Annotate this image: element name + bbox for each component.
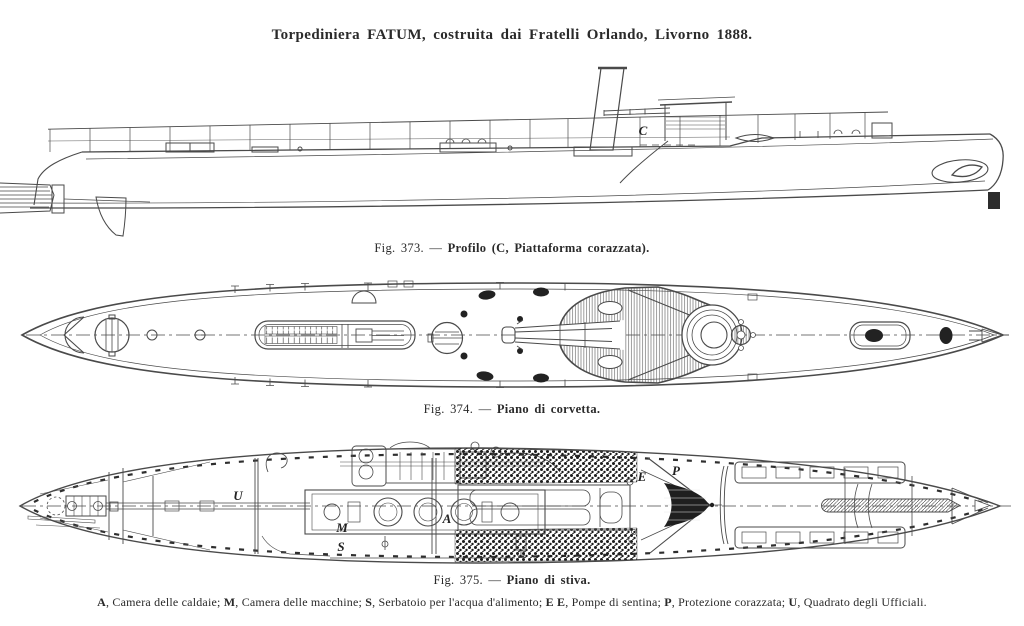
- label-armored-platform-c: C: [639, 123, 648, 138]
- funnel: [589, 66, 627, 151]
- caption-fig-number: Fig. 373.: [374, 241, 424, 255]
- legend-desc: , Serbatoio per l'acqua d'alimento;: [372, 595, 546, 609]
- legend-key: U: [788, 595, 798, 609]
- legend-desc: , Camera delle caldaie;: [106, 595, 224, 609]
- deck-bitts: [460, 287, 549, 383]
- rudder: [95, 196, 127, 237]
- label-boilers-a: A: [442, 511, 452, 526]
- legend-line: A, Camera delle caldaie; M, Camera delle…: [0, 595, 1024, 610]
- boiler-room: [431, 447, 638, 563]
- engine-room: [254, 441, 561, 559]
- officers-quarters: [39, 461, 310, 551]
- deck-fittings: [165, 122, 893, 157]
- caption-fig-373: Fig. 373. — Profilo (C, Piattaforma cora…: [0, 241, 1024, 256]
- label-pump-e: E: [637, 469, 647, 484]
- legend-desc: , Pompe di sentina;: [565, 595, 665, 609]
- legend-desc: , Quadrato degli Ufficiali.: [797, 595, 927, 609]
- caption-dash: —: [429, 241, 443, 255]
- label-tank-s: S: [337, 539, 344, 554]
- caption-dash: —: [478, 402, 492, 416]
- legend-key: M: [223, 595, 236, 609]
- caption-fig-375: Fig. 375. — Piano di stiva.: [0, 573, 1024, 588]
- label-protection-p: P: [672, 463, 681, 478]
- caption-fig-374: Fig. 374. — Piano di corvetta.: [0, 402, 1024, 417]
- torpedo-gun: [501, 319, 625, 351]
- caption-text: Piano di corvetta.: [496, 402, 601, 416]
- label-officers-u: U: [233, 488, 243, 503]
- page-title: Torpediniera FATUM, costruita dai Fratel…: [271, 27, 753, 43]
- armored-platform: [603, 96, 736, 184]
- legend-key: A: [97, 595, 107, 609]
- bow-eye: [931, 159, 989, 183]
- caption-dash: —: [488, 573, 502, 587]
- skylight: [254, 320, 416, 350]
- caption-text: Profilo (C, Piattaforma corazzata).: [447, 241, 650, 255]
- legend-desc: , Protezione corazzata;: [671, 595, 789, 609]
- figure-profile-drawing: C: [0, 66, 1004, 237]
- hold-plan: [18, 441, 1012, 564]
- deck-plan: [20, 280, 1009, 388]
- forward-compartments: [734, 461, 992, 549]
- steering-gear: [27, 495, 119, 529]
- figure-hold-plan-drawing: U M S A E P: [18, 441, 1012, 564]
- legend-key: S: [365, 595, 373, 609]
- caption-fig-number: Fig. 374.: [423, 402, 474, 416]
- figure-deck-plan-drawing: [20, 280, 1009, 388]
- caption-text: Piano di stiva.: [506, 573, 591, 587]
- stem-shoe: [988, 192, 1000, 209]
- legend-key: P: [664, 595, 672, 609]
- caption-fig-number: Fig. 375.: [433, 573, 483, 587]
- armored-platform-plan: [557, 286, 756, 384]
- label-machines-m: M: [335, 520, 348, 535]
- propeller: [0, 182, 151, 214]
- hull-profile: [0, 66, 1004, 237]
- legend-desc: , Camera delle macchine;: [235, 595, 366, 609]
- protection-cone: [626, 457, 729, 554]
- legend-key: E E: [545, 595, 566, 609]
